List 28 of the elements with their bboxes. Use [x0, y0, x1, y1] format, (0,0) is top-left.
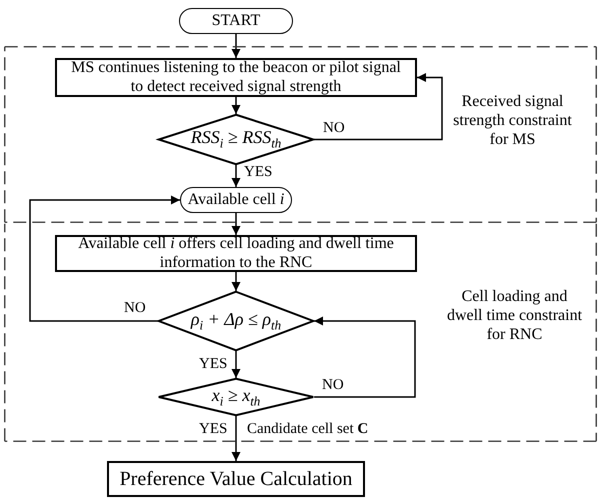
terminal-text: Available cell i: [188, 190, 284, 210]
condition-text: ρ$_{i}$ + Δρ ≤ ρ$_{th}$: [190, 310, 282, 332]
flow-arrow: [232, 213, 240, 235]
flow-arrow: [232, 416, 240, 461]
process-text: Preference Value Calculation: [120, 468, 352, 490]
flow-arrow: [29, 196, 180, 322]
condition-text: x$_{i}$ ≥ x$_{th}$: [212, 386, 260, 408]
flow-arrow: [232, 272, 240, 291]
condition-text: RSS$_{i}$ ≥ RSS$_{th}$: [190, 128, 282, 151]
flow-arrow: [232, 34, 240, 58]
terminal-pill: [179, 8, 293, 34]
terminal-pill: [180, 187, 292, 213]
constraint-region: [4, 223, 597, 442]
flow-arrow: [232, 351, 240, 378]
region-label: Cell loading and dwell time constraint for RNC: [446, 287, 584, 345]
flow-arrow: [232, 165, 240, 187]
process-text: Available cell i offers cell loading and dwell time information to the RNC: [77, 235, 395, 272]
region-label: Received signal strength constraint for MS: [452, 92, 573, 150]
flow-arrow: [232, 97, 240, 114]
process-text: MS continues listening to the beacon or pilot signal to detect received signal strength: [70, 59, 402, 96]
terminal-text: START: [212, 12, 260, 30]
flow-arrow: [314, 316, 416, 398]
decision-diamond: [158, 291, 314, 351]
decision-diamond: [158, 378, 314, 416]
decision-diamond: [158, 114, 314, 165]
constraint-region: [4, 46, 597, 223]
process-box: [107, 461, 365, 497]
flow-arrow: [314, 73, 443, 140]
